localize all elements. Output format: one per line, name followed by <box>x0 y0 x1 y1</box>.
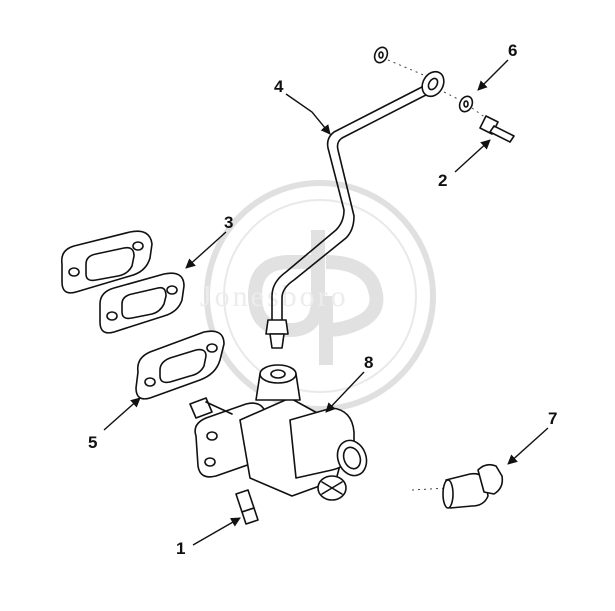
gasket-middle <box>99 272 185 334</box>
leader-1 <box>192 517 241 546</box>
callout-7: 7 <box>548 409 557 428</box>
leader-4 <box>285 93 331 135</box>
callout-2: 2 <box>438 171 447 190</box>
fuel-line-tube <box>265 70 445 349</box>
elbow-fitting <box>411 463 504 509</box>
leader-2 <box>454 139 491 173</box>
banjo-bolt <box>479 115 515 143</box>
gasket-upper <box>60 230 153 294</box>
callout-leaders <box>103 59 549 546</box>
spacer-plate <box>135 330 225 400</box>
mounting-screw <box>235 489 259 525</box>
callout-1: 1 <box>176 539 185 558</box>
sealing-washers <box>373 46 487 119</box>
leader-6 <box>477 59 509 91</box>
callout-4: 4 <box>274 77 284 96</box>
fuel-pump-assembly <box>189 364 368 501</box>
callout-3: 3 <box>224 213 233 232</box>
watermark-logo: Jonesboro <box>200 180 436 412</box>
leader-3 <box>185 231 227 269</box>
callout-5: 5 <box>88 433 97 452</box>
watermark-text: Jonesboro <box>200 280 349 313</box>
callout-labels: 1 2 3 4 5 6 7 8 <box>88 41 557 558</box>
leader-8 <box>325 371 365 413</box>
leader-5 <box>103 397 141 431</box>
callout-6: 6 <box>508 41 517 60</box>
callout-8: 8 <box>364 353 373 372</box>
leader-7 <box>507 427 549 465</box>
